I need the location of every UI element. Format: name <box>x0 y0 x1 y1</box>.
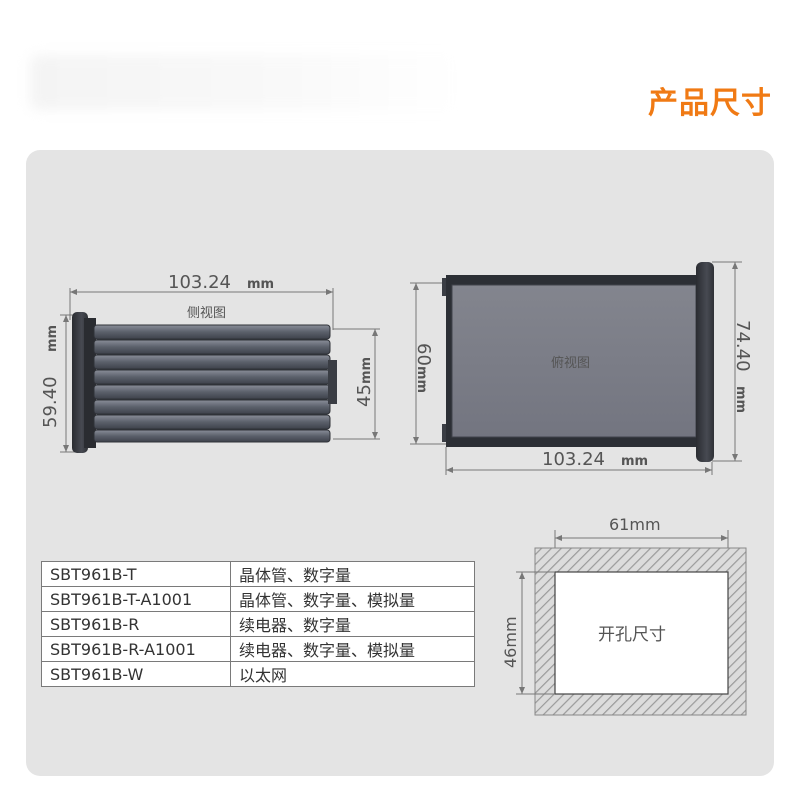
cutout-width-label: 61mm <box>609 515 661 534</box>
cutout-height-label: 46mm <box>501 616 520 668</box>
features-cell: 晶体管、数字量、模拟量 <box>230 586 475 612</box>
side-view-inner-height-unit: mm <box>359 357 374 384</box>
side-view-fins <box>93 324 331 443</box>
top-view-label: 俯视图 <box>551 355 590 371</box>
features-cell: 续电器、数字量、模拟量 <box>230 636 475 662</box>
table-row: SBT961B-W 以太网 <box>41 661 475 687</box>
table-row: SBT961B-R-A1001 续电器、数字量、模拟量 <box>41 636 475 662</box>
blurred-header-area <box>30 55 460 110</box>
top-view-inner-height-unit: mm <box>414 366 429 393</box>
model-cell: SBT961B-W <box>41 661 231 687</box>
table-row: SBT961B-T-A1001 晶体管、数字量、模拟量 <box>41 586 475 612</box>
model-cell: SBT961B-T <box>41 561 231 587</box>
cutout-diagram: 61mm 开孔尺寸 46mm <box>501 515 747 716</box>
table-row: SBT961B-R 续电器、数字量 <box>41 611 475 637</box>
model-table: SBT961B-T 晶体管、数字量 SBT961B-T-A1001 晶体管、数字… <box>41 561 475 687</box>
top-view-width-unit: mm <box>621 454 648 469</box>
top-view-height-unit: mm <box>733 386 748 413</box>
features-cell: 晶体管、数字量 <box>230 561 475 587</box>
model-cell: SBT961B-T-A1001 <box>41 586 231 612</box>
features-cell: 续电器、数字量 <box>230 611 475 637</box>
side-view-label: 侧视图 <box>187 306 226 321</box>
top-view-drawing: 60 mm 俯视图 74.40 mm 103.24 mm <box>410 261 753 475</box>
top-view-inner-height-value: 60 <box>413 343 434 366</box>
side-view-height-unit: mm <box>45 325 60 352</box>
page-title: 产品尺寸 <box>648 86 772 121</box>
features-cell: 以太网 <box>230 661 475 687</box>
model-cell: SBT961B-R-A1001 <box>41 636 231 662</box>
side-view-width-value: 103.24 <box>168 272 231 293</box>
side-view-inner-height-value: 45 <box>354 384 375 407</box>
cutout-label: 开孔尺寸 <box>598 625 666 645</box>
top-view-height-value: 74.40 <box>732 320 753 372</box>
side-view-height-value: 59.40 <box>40 376 61 428</box>
side-view-drawing: 103.24 mm 侧视图 59.40 mm 45 <box>40 272 380 453</box>
model-cell: SBT961B-R <box>41 611 231 637</box>
top-view-width-value: 103.24 <box>542 449 605 470</box>
side-view-width-unit: mm <box>247 277 274 292</box>
table-row: SBT961B-T 晶体管、数字量 <box>41 561 475 587</box>
